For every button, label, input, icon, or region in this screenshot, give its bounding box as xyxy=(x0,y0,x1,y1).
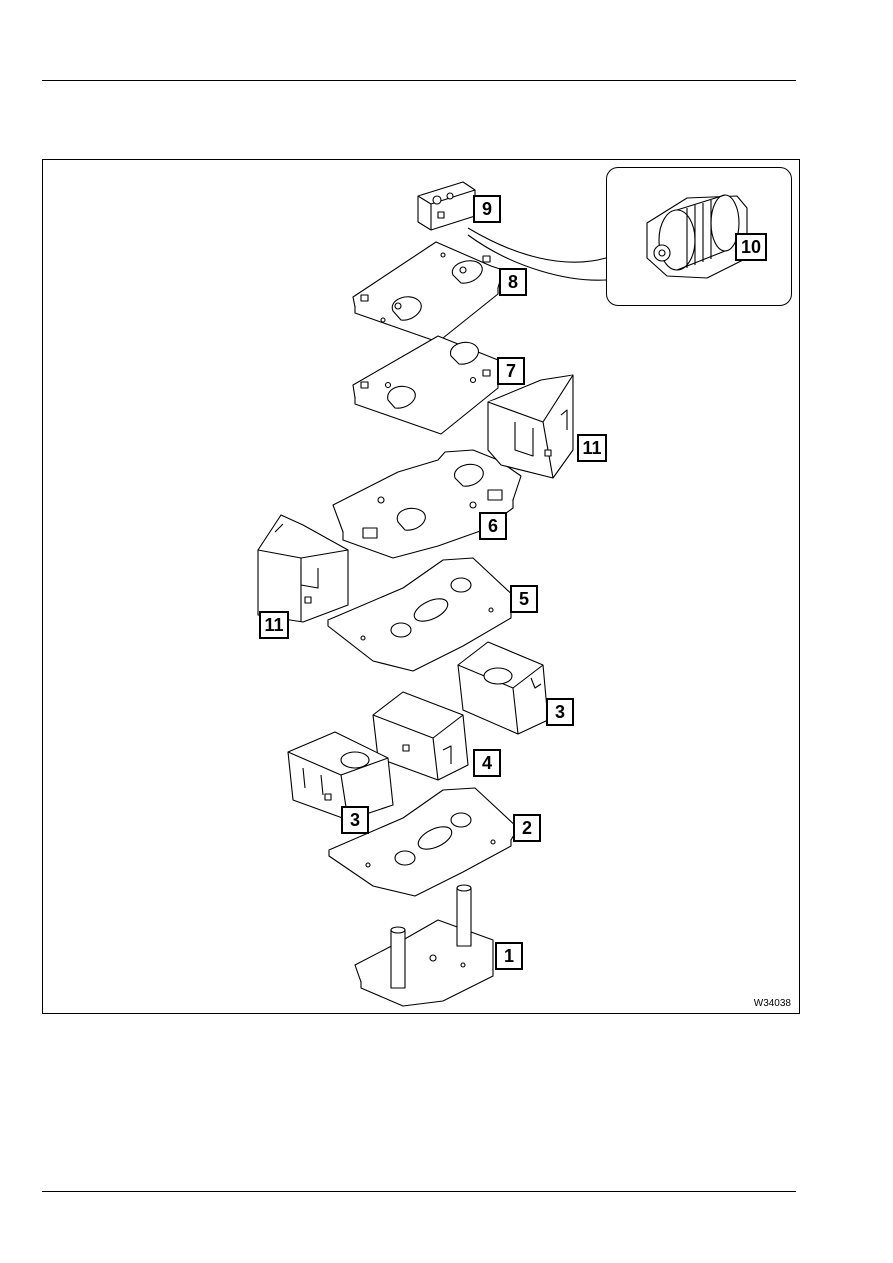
callout-2: 2 xyxy=(513,814,541,842)
part-3-counterweight-right xyxy=(458,642,548,734)
callout-9: 9 xyxy=(473,195,501,223)
callout-10: 10 xyxy=(735,233,767,261)
part-11-counterweight-right xyxy=(488,375,573,478)
part-6-plate xyxy=(333,450,521,558)
part-11-counterweight-left xyxy=(258,515,348,622)
figure-id: W34038 xyxy=(754,998,791,1009)
callout-6: 6 xyxy=(479,512,507,540)
callout-7: 7 xyxy=(497,357,525,385)
part-7-plate xyxy=(353,336,498,434)
figure-frame: 9 10 8 7 11 6 5 11 3 4 2 3 1 W34038 xyxy=(42,159,800,1014)
callout-5: 5 xyxy=(510,585,538,613)
callout-1: 1 xyxy=(495,942,523,970)
callout-8: 8 xyxy=(499,268,527,296)
part-9-block xyxy=(418,182,475,230)
part-1-base xyxy=(355,885,493,1006)
header-rule xyxy=(42,80,796,81)
footer-rule xyxy=(42,1191,796,1192)
callout-3-left: 3 xyxy=(341,806,369,834)
callout-4: 4 xyxy=(473,749,501,777)
callout-11-left: 11 xyxy=(259,611,289,639)
part-8-plate xyxy=(353,242,503,342)
callout-3-right: 3 xyxy=(546,698,574,726)
callout-11-right: 11 xyxy=(577,434,607,462)
